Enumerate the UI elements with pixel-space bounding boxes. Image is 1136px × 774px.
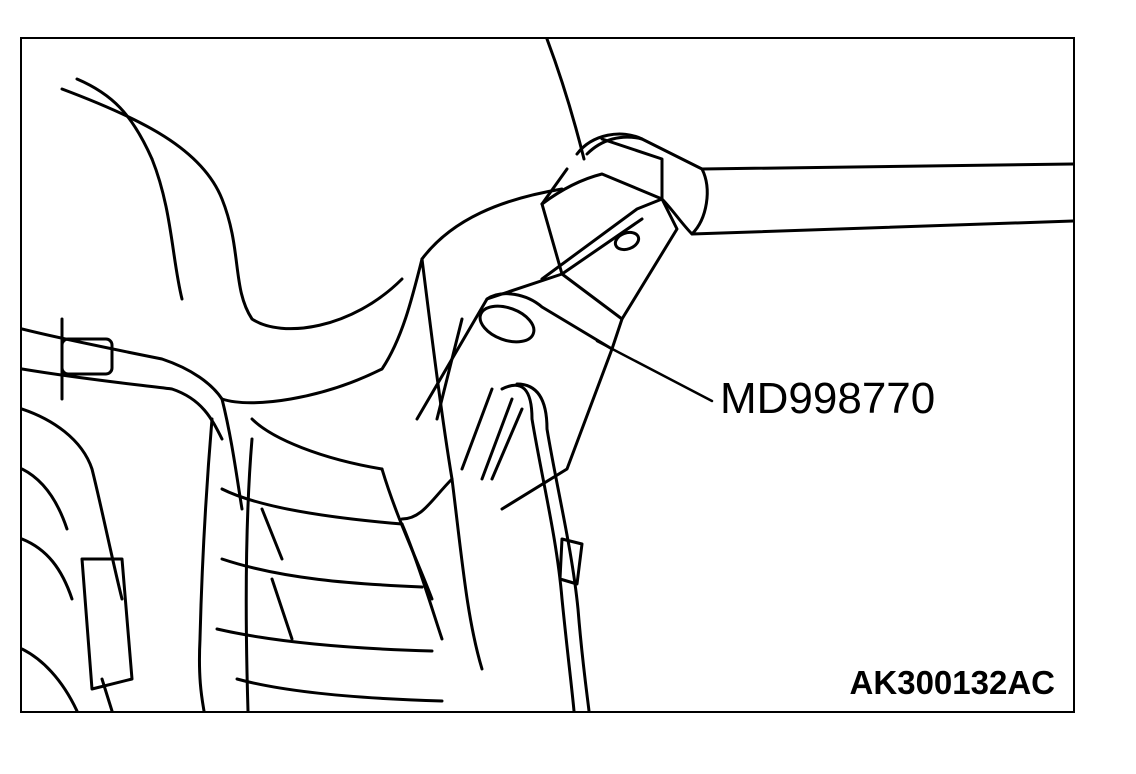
- wrench-handle: [585, 135, 1073, 236]
- tool-callout-label: MD998770: [720, 374, 936, 423]
- hub-outline: [22, 317, 134, 711]
- service-illustration: [22, 39, 1073, 711]
- lower-arm-outline: [22, 187, 564, 671]
- special-tool-socket: [415, 132, 679, 511]
- illustration-frame: MD998770 AK300132AC: [20, 37, 1075, 713]
- sensor-harness: [500, 382, 591, 711]
- strut-boot-outline: [197, 417, 444, 711]
- body-panel-outline: [60, 39, 586, 331]
- callout-leader-line: [595, 339, 714, 403]
- figure-id: AK300132AC: [849, 664, 1055, 701]
